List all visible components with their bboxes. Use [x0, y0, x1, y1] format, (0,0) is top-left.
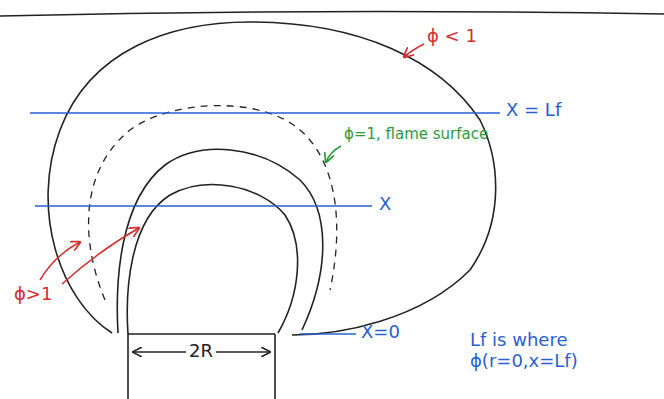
outer-contour [48, 22, 496, 335]
dimension-label: 2R [186, 341, 216, 362]
innermost-contour [127, 185, 297, 334]
station-label: X [379, 194, 391, 215]
surface-label: ϕ=1, flame surface [344, 126, 488, 143]
station-line [35, 205, 372, 207]
flame-surface [89, 106, 337, 300]
note-text: Lf is where ϕ(r=0,x=Lf) [470, 330, 655, 371]
top-boundary [0, 11, 664, 16]
station-label: X=0 [361, 322, 400, 343]
station-label: X = Lf [506, 100, 561, 121]
region-label: ϕ>1 [14, 284, 52, 305]
leader-arrow [62, 228, 139, 284]
leader-arrow [404, 44, 424, 57]
station-line [30, 112, 500, 114]
leader-arrow [326, 146, 341, 162]
region-label: ϕ < 1 [427, 26, 477, 47]
inner-contour [117, 149, 322, 333]
burner-tube [128, 334, 275, 399]
station-line [300, 333, 356, 335]
